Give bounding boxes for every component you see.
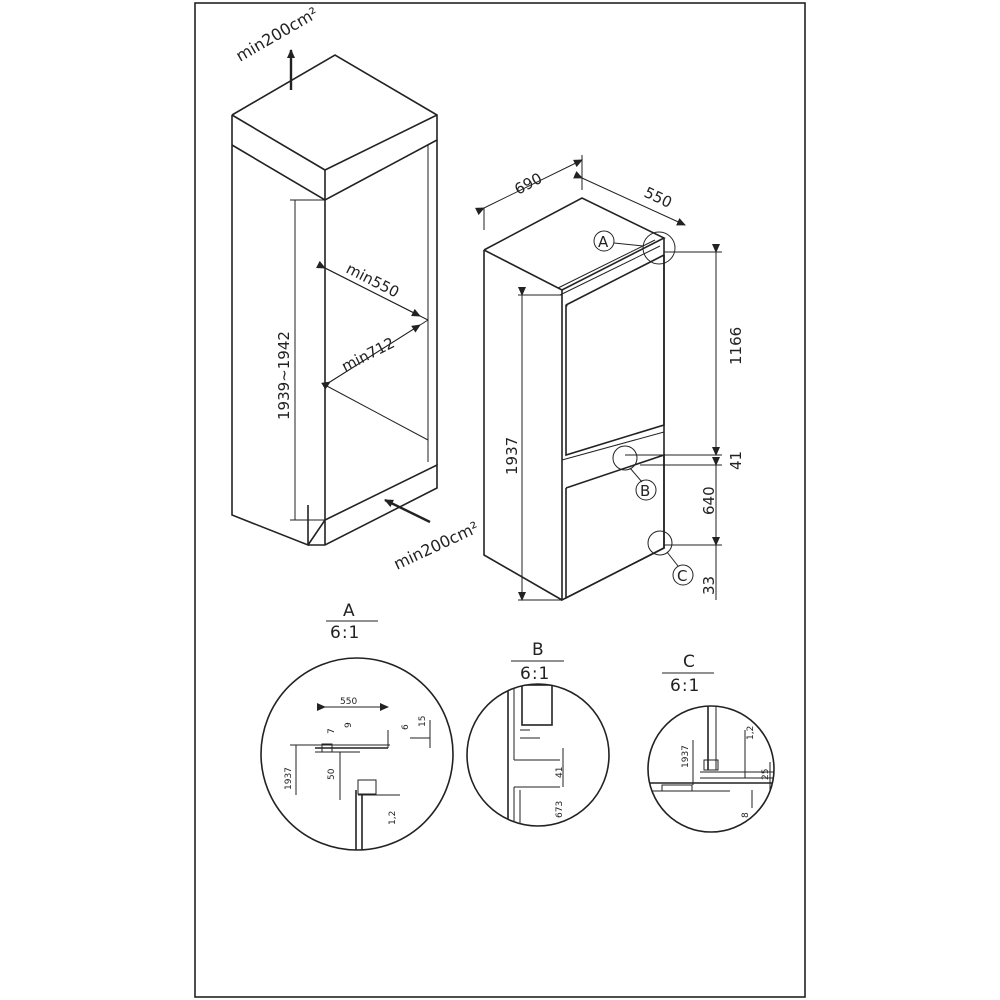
- callout-b-badge: [635, 479, 657, 501]
- vent-bottom-arrow: [384, 498, 431, 524]
- cabinet-top: [231, 54, 438, 201]
- bottom-gap-label: 33: [700, 576, 718, 595]
- cabinet-depth-label: min550: [343, 260, 402, 302]
- detail-c-dim-8: 8: [741, 812, 751, 818]
- detail-a-circle: [260, 657, 454, 851]
- width-dim: [475, 159, 583, 216]
- cabinet-plinth: [307, 463, 438, 546]
- detail-a-dim-1-2: 1,2: [388, 811, 398, 825]
- detail-b-dim-673: 673: [555, 801, 565, 818]
- callout-a-badge: [593, 230, 615, 252]
- detail-c-circle: [647, 705, 775, 833]
- detail-b-dim-41: 41: [555, 767, 565, 778]
- height-label: 1937: [503, 437, 521, 475]
- lower-door: [565, 453, 665, 600]
- vent-top-label: min200cm²: [233, 3, 322, 65]
- cabinet-width-dim: [321, 324, 421, 390]
- detail-c-dim-1-2: 1,2: [746, 726, 756, 740]
- lower-door-label: 640: [700, 486, 718, 515]
- depth-dim: [573, 171, 686, 226]
- detail-a-dim-550: 550: [340, 697, 357, 707]
- callout-a-circle: [642, 231, 676, 265]
- detail-b-circle: [466, 683, 610, 827]
- detail-b: B 6:1 41 673: [466, 640, 610, 827]
- width-label: 690: [511, 169, 545, 198]
- callout-c-badge: [672, 564, 694, 586]
- detail-c: C 6:1 1,2 1937 25 8: [647, 652, 775, 833]
- vent-bottom-label: min200cm²: [391, 518, 482, 574]
- detail-a-dim-1937: 1937: [284, 767, 294, 790]
- callout-b-letter: B: [640, 482, 650, 500]
- cabinet-drawing: min200cm² 1939~1942 min550 min712 min200…: [231, 3, 482, 574]
- cabinet-left-side: [231, 115, 309, 547]
- callout-b-circle: [612, 445, 638, 471]
- cabinet-height-label: 1939~1942: [275, 331, 293, 420]
- appliance-drawing: 690 550 1937 1166 41 640 33 A B C: [475, 155, 745, 602]
- callout-a-letter: A: [598, 233, 609, 251]
- detail-a-scale: 6:1: [330, 623, 360, 643]
- detail-a-dim-50: 50: [327, 768, 337, 780]
- detail-c-scale: 6:1: [670, 676, 700, 696]
- cabinet-width-label: min712: [339, 334, 398, 376]
- detail-b-label: B: [532, 640, 545, 660]
- detail-a-dim-6: 6: [401, 724, 411, 730]
- detail-b-scale: 6:1: [520, 664, 550, 684]
- gap-label: 41: [727, 451, 745, 470]
- upper-door: [565, 255, 665, 457]
- cabinet-depth-dim: [316, 260, 421, 317]
- detail-a: A 6:1 550 7 9 6 15 1937 50 1,2: [260, 601, 454, 851]
- detail-c-dim-1937: 1937: [681, 745, 691, 768]
- detail-c-dim-25: 25: [761, 769, 771, 780]
- callout-c-letter: C: [677, 567, 687, 585]
- detail-a-dim-7: 7: [327, 728, 337, 734]
- detail-a-dim-15: 15: [418, 716, 428, 727]
- appliance-top: [483, 197, 666, 291]
- upper-door-label: 1166: [727, 327, 745, 365]
- callout-c-circle: [647, 530, 673, 556]
- detail-a-dim-9: 9: [344, 722, 354, 728]
- detail-a-label: A: [343, 601, 356, 621]
- detail-c-label: C: [683, 652, 696, 672]
- sheet-border: [194, 2, 806, 998]
